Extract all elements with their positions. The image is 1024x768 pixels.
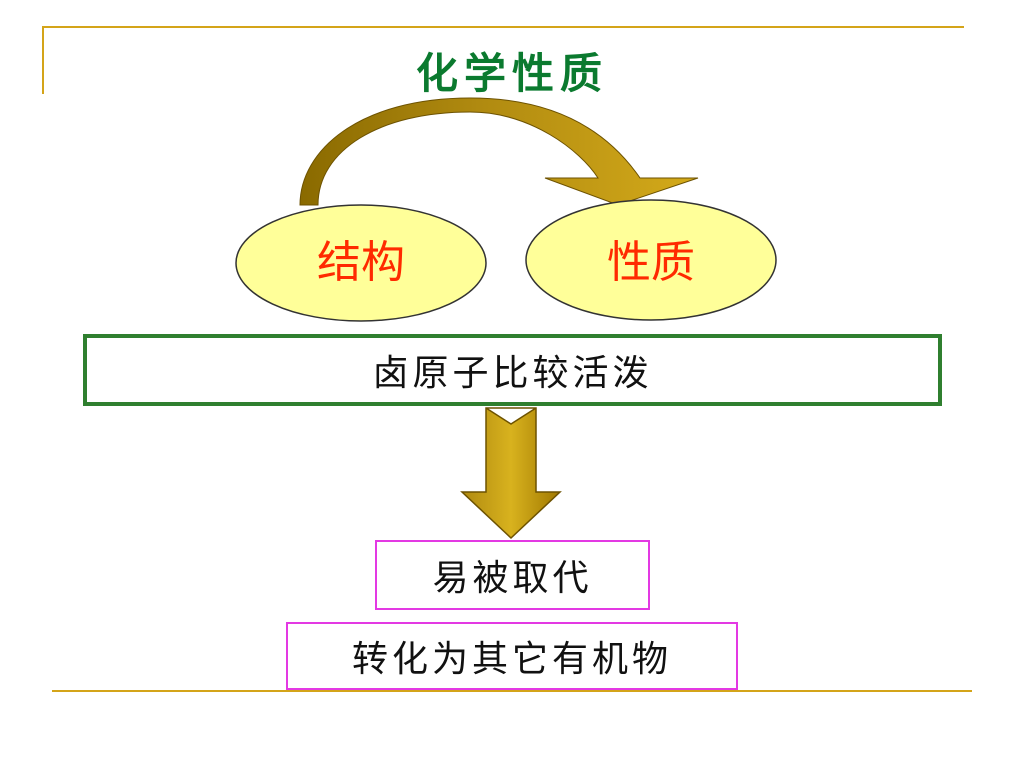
- slide-title: 化学性质: [415, 49, 608, 98]
- result-box-conversion: 转化为其它有机物: [286, 622, 738, 690]
- left-rule: [42, 26, 44, 94]
- node-property-label: 性质: [607, 237, 695, 288]
- ellipse-property: [525, 199, 777, 321]
- ellipse-structure: [235, 204, 487, 322]
- down-arrow: [460, 407, 562, 540]
- curved-arrow: [299, 97, 699, 206]
- node-structure-label: 结构: [317, 237, 405, 288]
- top-rule: [42, 26, 964, 28]
- result-conversion-text: 转化为其它有机物: [351, 639, 672, 680]
- main-box-text: 卤原子比较活泼: [372, 353, 653, 394]
- main-box: 卤原子比较活泼: [83, 334, 942, 406]
- result-box-substitution: 易被取代: [375, 540, 650, 610]
- result-substitution-text: 易被取代: [432, 558, 593, 599]
- bottom-rule: [52, 690, 972, 692]
